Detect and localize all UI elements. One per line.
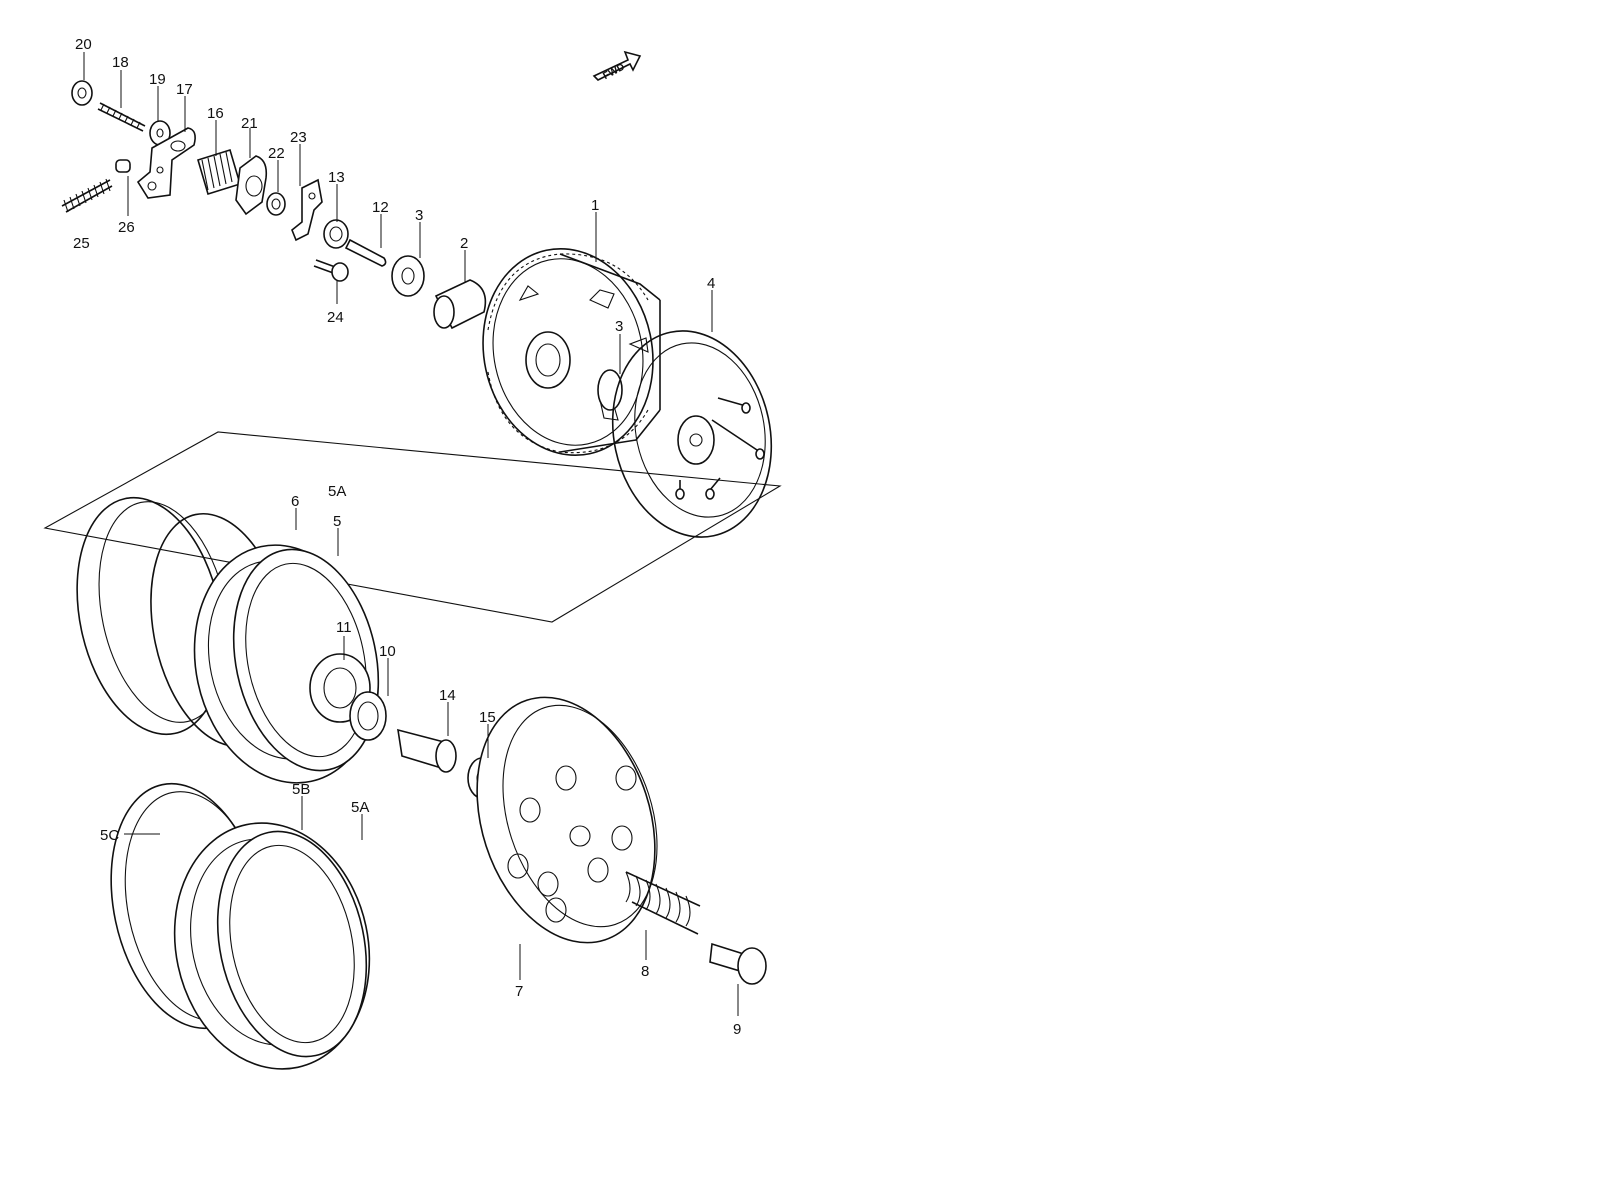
part-rod-12	[344, 238, 387, 267]
part-washer-3	[391, 255, 425, 297]
assembly-box	[43, 431, 782, 623]
part-bearing-13	[323, 219, 349, 249]
fwd-label: FWD	[601, 62, 626, 82]
callout-8: 8	[641, 963, 649, 980]
callout-17: 17	[176, 81, 193, 98]
part-clutch-hub-4	[611, 330, 773, 538]
callout-labels: 20 18 19 17 16 21 22 23 13 12 3 2 1 25 2…	[73, 36, 741, 1038]
part-plate-23	[291, 178, 323, 242]
part-spring-25	[61, 178, 113, 213]
callout-10: 10	[379, 643, 396, 660]
part-screw-18	[97, 102, 146, 132]
callout-5B: 5B	[292, 781, 310, 798]
callout-19: 19	[149, 71, 166, 88]
callout-15: 15	[479, 709, 496, 726]
callout-6: 6	[291, 493, 299, 510]
callout-26: 26	[118, 219, 135, 236]
callout-20: 20	[75, 36, 92, 53]
part-cam-21	[235, 155, 268, 216]
callout-13: 13	[328, 169, 345, 186]
callout-12: 12	[372, 199, 389, 216]
leader-lines	[83, 52, 739, 1016]
callout-22: 22	[268, 145, 285, 162]
callout-5: 5	[333, 513, 341, 530]
fwd-arrow-icon: FWD	[592, 50, 642, 82]
callout-3: 3	[415, 207, 423, 224]
part-bushing-22	[266, 192, 286, 216]
callout-7: 7	[515, 983, 523, 1000]
callout-5A-top: 5A	[328, 483, 346, 500]
callout-5C: 5C	[100, 827, 119, 844]
callout-23: 23	[290, 129, 307, 146]
plate-stack-1	[76, 496, 380, 784]
callout-24: 24	[327, 309, 344, 326]
callout-4: 4	[707, 275, 715, 292]
callout-3-lower: 3	[615, 318, 623, 335]
part-pin-26	[115, 159, 131, 173]
callout-9: 9	[733, 1021, 741, 1038]
callout-2: 2	[460, 235, 468, 252]
part-bolt-9	[709, 942, 767, 985]
callout-18: 18	[112, 54, 129, 71]
part-washer-3-lower	[597, 369, 623, 411]
callout-21: 21	[241, 115, 258, 132]
callout-16: 16	[207, 105, 224, 122]
part-nut	[71, 80, 93, 106]
part-clutch-housing-1	[482, 247, 661, 457]
callout-14: 14	[439, 687, 456, 704]
part-collar-10	[349, 691, 387, 741]
callout-25: 25	[73, 235, 90, 252]
callout-11: 11	[336, 619, 352, 636]
part-sleeve-2	[433, 279, 487, 330]
part-spring-16	[197, 148, 241, 196]
part-bracket-17	[136, 127, 196, 199]
part-spring-8	[625, 871, 701, 935]
part-pressure-plate-7	[476, 696, 658, 944]
callout-5A-bottom: 5A	[351, 799, 369, 816]
callout-1: 1	[591, 197, 599, 214]
part-pin-14	[397, 728, 457, 773]
plate-stack-2	[110, 782, 371, 1070]
part-screw-24	[313, 259, 349, 282]
